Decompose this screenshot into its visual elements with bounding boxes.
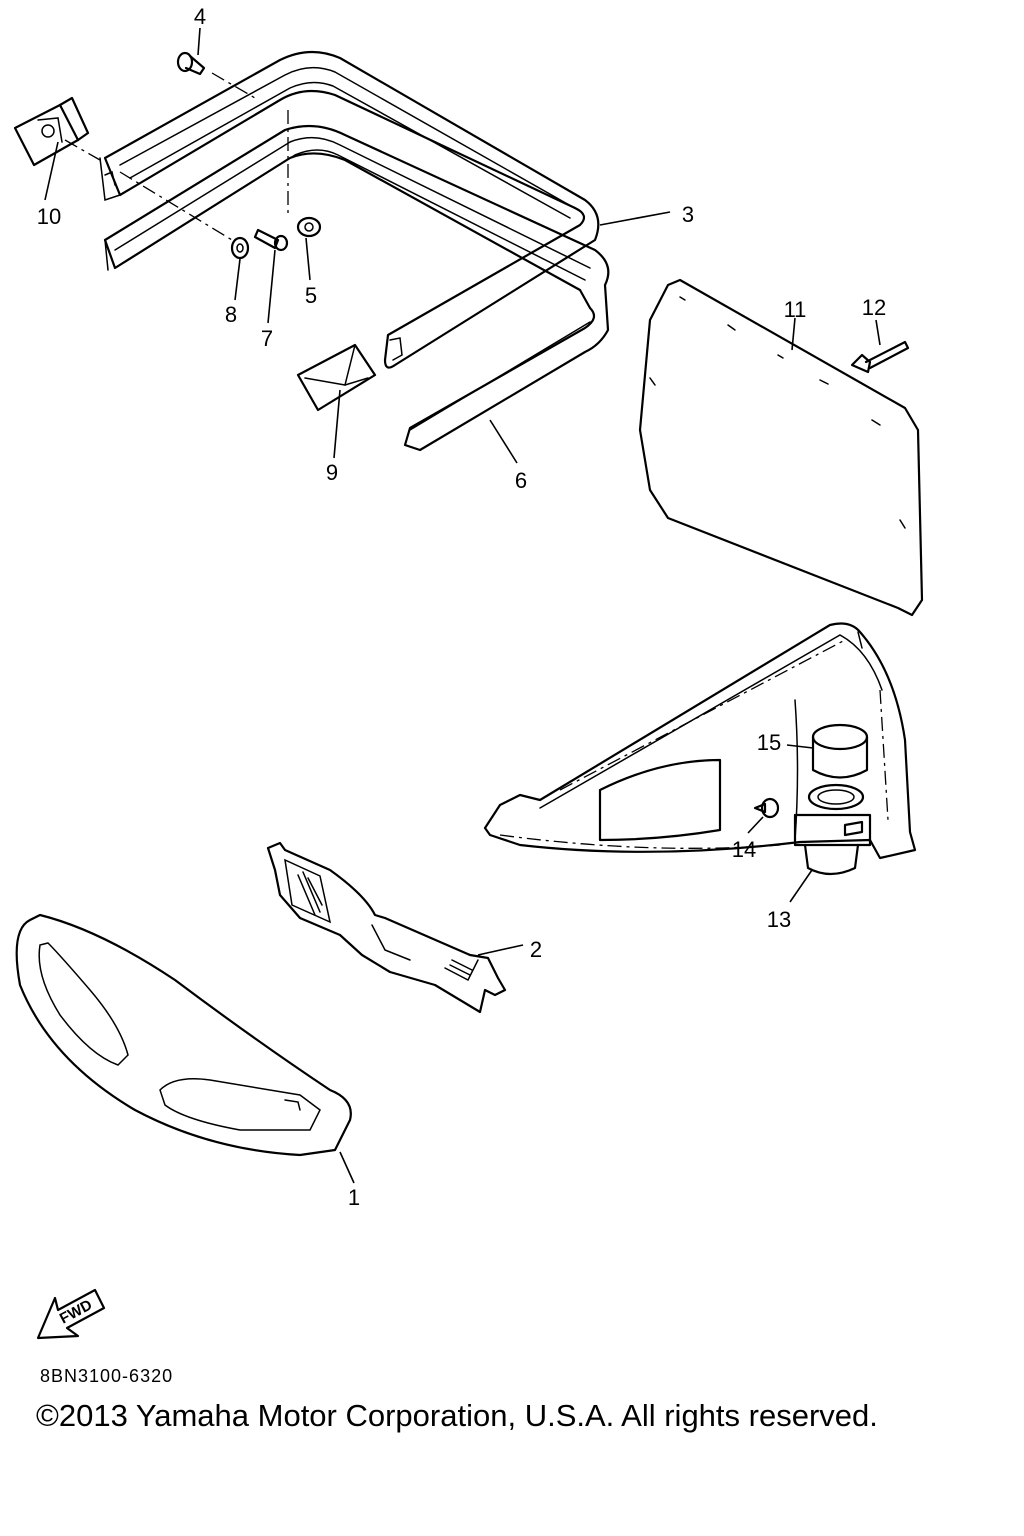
callout-labels: 1 2 3 4 5 6 7 8 9 10 11 12 13 14 15	[37, 4, 886, 1210]
part-5-nut	[296, 216, 322, 238]
part-8-washer	[230, 236, 250, 260]
part-3-frame	[99, 50, 600, 369]
part-12-rivet	[850, 340, 910, 374]
callout-5: 5	[305, 283, 317, 308]
callout-15: 15	[757, 730, 781, 755]
callout-1: 1	[348, 1185, 360, 1210]
callout-12: 12	[862, 295, 886, 320]
part-15-cap	[811, 723, 869, 779]
callout-2: 2	[530, 937, 542, 962]
diagram-part-code: 8BN3100-6320	[40, 1366, 174, 1386]
callout-8: 8	[225, 302, 237, 327]
leader-lines	[44, 27, 881, 1184]
callout-7: 7	[261, 326, 273, 351]
copyright-notice: ©2013 Yamaha Motor Corporation, U.S.A. A…	[36, 1398, 878, 1433]
callout-14: 14	[732, 837, 756, 862]
part-11-panel	[638, 278, 924, 617]
part-6-seal	[103, 124, 610, 452]
callout-6: 6	[515, 468, 527, 493]
fwd-arrow-icon: FWD	[36, 1288, 106, 1340]
callout-9: 9	[326, 460, 338, 485]
part-1-trim	[15, 913, 352, 1157]
part-10-clip	[13, 96, 90, 167]
part-7-screw	[253, 228, 289, 252]
part-13-socket	[793, 783, 872, 876]
part-9-pad	[296, 343, 377, 412]
part-2-grille	[266, 841, 507, 1014]
part-4-bolt	[176, 51, 206, 76]
callout-4: 4	[194, 4, 206, 29]
callout-3: 3	[682, 202, 694, 227]
callout-13: 13	[767, 907, 791, 932]
callout-11: 11	[784, 297, 807, 322]
callout-10: 10	[37, 204, 61, 229]
lower-housing	[483, 622, 917, 860]
part-14-clip	[753, 797, 780, 819]
